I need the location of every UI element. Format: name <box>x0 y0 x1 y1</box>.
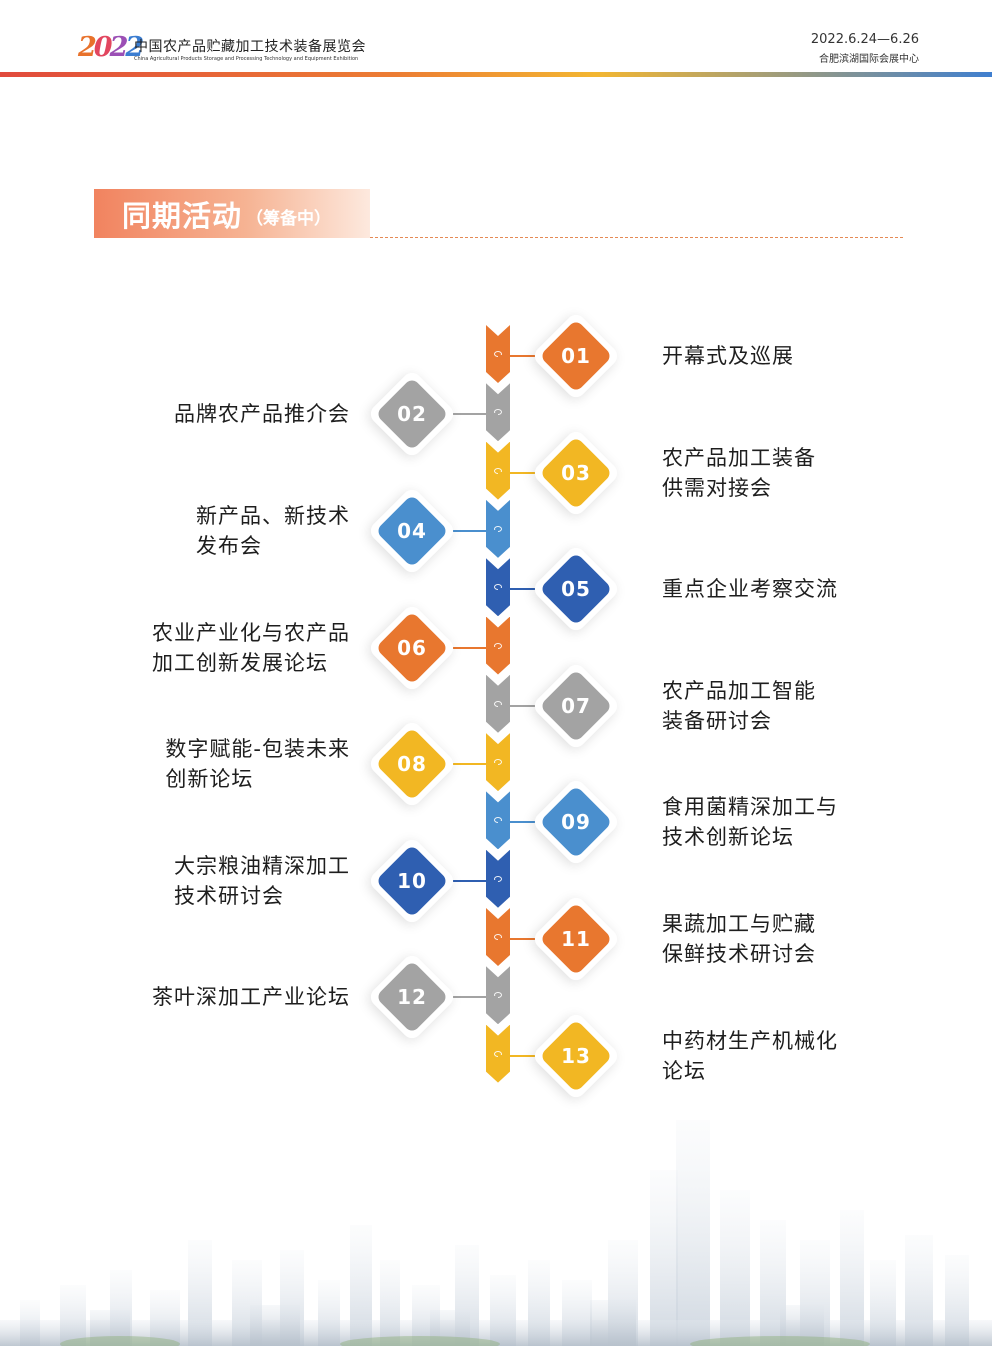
event-number: 01 <box>561 344 591 368</box>
timeline-connector <box>442 646 498 649</box>
timeline-connector <box>442 879 498 882</box>
segment-marker-icon <box>494 876 502 882</box>
section-title-main: 同期活动 <box>122 198 243 233</box>
event-label: 新产品、新技术 发布会 <box>196 503 350 558</box>
event-label: 数字赋能-包装未来 创新论坛 <box>165 737 350 792</box>
segment-marker-icon <box>494 643 502 649</box>
event-number: 07 <box>561 693 591 718</box>
segment-marker-icon <box>494 409 502 415</box>
event-label: 品牌农产品推介会 <box>174 402 350 427</box>
event-label: 重点企业考察交流 <box>662 577 838 602</box>
timeline-segment <box>486 733 510 791</box>
segment-marker-icon <box>494 759 502 765</box>
timeline-segment <box>486 675 510 733</box>
timeline-segment <box>486 908 510 966</box>
event-number: 02 <box>397 402 427 427</box>
header-gradient-bar <box>0 72 992 77</box>
timeline-connector <box>442 763 498 766</box>
event-label: 果蔬加工与贮藏 保鲜技术研讨会 <box>662 912 816 966</box>
exhibition-venue: 合肥滨湖国际会展中心 <box>819 54 919 65</box>
timeline-connector <box>442 413 498 416</box>
logo-2022: 2022 <box>78 32 144 63</box>
city-skyline-illustration <box>0 1120 992 1346</box>
event-label: 农产品加工装备 供需对接会 <box>662 445 816 500</box>
event-label: 大宗粮油精深加工 技术研讨会 <box>174 853 350 908</box>
event-number: 09 <box>561 810 591 835</box>
event-number: 10 <box>397 868 427 893</box>
timeline-segment <box>486 850 510 908</box>
event-label: 农业产业化与农产品 加工创新发展论坛 <box>152 620 350 675</box>
section-title-sub: （筹备中） <box>246 209 332 229</box>
event-number: 13 <box>561 1043 591 1068</box>
event-label: 开幕式及巡展 <box>662 344 794 368</box>
segment-marker-icon <box>494 526 502 532</box>
timeline-segment <box>486 791 510 849</box>
timeline-connector <box>498 471 546 474</box>
event-label: 农产品加工智能 装备研讨会 <box>662 678 816 733</box>
section-divider <box>370 237 903 238</box>
event-number: 04 <box>397 518 427 543</box>
event-label: 茶叶深加工产业论坛 <box>152 985 350 1010</box>
exhibition-title-en: China Agricultural Products Storage and … <box>134 56 359 62</box>
timeline-connector <box>498 938 546 940</box>
event-label: 食用菌精深加工与 技术创新论坛 <box>662 795 838 850</box>
event-number: 08 <box>397 752 427 777</box>
segment-marker-icon <box>494 992 502 998</box>
timeline-segment <box>486 442 510 500</box>
section-title: 同期活动 （筹备中） <box>94 189 370 238</box>
timeline-connector <box>442 996 498 999</box>
exhibition-title-cn: 中国农产品贮藏加工技术装备展览会 <box>134 39 366 55</box>
timeline-segment <box>486 383 510 441</box>
timeline-segment <box>486 558 510 616</box>
timeline-segment <box>486 966 510 1024</box>
event-label: 中药材生产机械化 论坛 <box>662 1028 838 1083</box>
event-number: 12 <box>397 985 427 1010</box>
timeline-connector <box>498 704 546 707</box>
timeline-connector <box>498 821 546 824</box>
exhibition-date: 2022.6.24—6.26 <box>810 32 919 47</box>
timeline-connector <box>498 588 546 591</box>
timeline-segment <box>486 325 510 383</box>
timeline-segment <box>486 500 510 558</box>
timeline-connector <box>498 1054 546 1057</box>
event-number: 11 <box>561 927 591 951</box>
event-number: 03 <box>561 460 591 485</box>
event-number: 06 <box>397 635 427 660</box>
page-header: 2022 中国农产品贮藏加工技术装备展览会 China Agricultural… <box>0 0 992 80</box>
timeline-segment <box>486 617 510 675</box>
timeline-connector <box>442 529 498 532</box>
event-number: 05 <box>561 577 591 602</box>
timeline-segment <box>486 1025 510 1083</box>
timeline-connector <box>498 355 546 357</box>
